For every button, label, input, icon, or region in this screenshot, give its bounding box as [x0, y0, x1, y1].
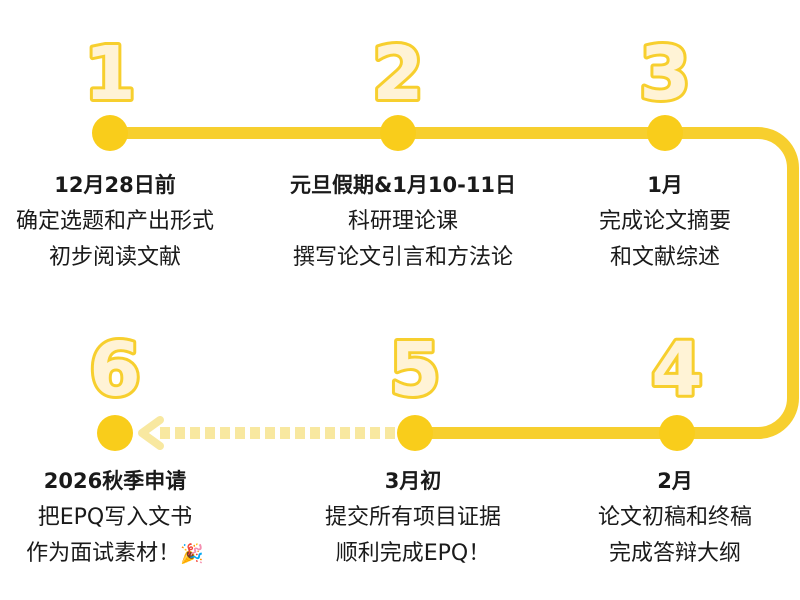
step-number-5: 5 — [389, 327, 441, 413]
step-6-line-2-text: 作为面试素材！ — [26, 541, 181, 566]
step-5-date: 3月初 — [384, 469, 442, 493]
step-6-date: 2026秋季申请 — [43, 469, 187, 493]
step-4-label: 2月 论文初稿和终稿 完成答辩大纲 — [545, 466, 800, 572]
step-number-6: 6 — [89, 327, 141, 413]
arrow-head-icon — [138, 416, 164, 450]
step-number-3: 3 — [639, 31, 691, 117]
step-6-label: 2026秋季申请 把EPQ写入文书 作为面试素材！🎉 — [0, 466, 245, 572]
step-4-date: 2月 — [657, 469, 693, 493]
step-3-label: 1月 完成论文摘要 和文献综述 — [535, 170, 795, 276]
step-number-1: 1 — [84, 31, 136, 117]
step-5-label: 3月初 提交所有项目证据 顺利完成EPQ！ — [283, 466, 543, 572]
step-2-label: 元旦假期&1月10-11日 科研理论课 撰写论文引言和方法论 — [273, 170, 533, 276]
step-4-line-1: 论文初稿和终稿 — [597, 505, 752, 530]
step-1-label: 12月28日前 确定选题和产出形式 初步阅读文献 — [0, 170, 245, 276]
step-3-date: 1月 — [647, 173, 683, 197]
step-1-line-1: 确定选题和产出形式 — [15, 209, 214, 234]
step-2-line-1: 科研理论课 — [347, 209, 458, 234]
step-1-line-2: 初步阅读文献 — [48, 245, 181, 270]
step-2-date: 元旦假期&1月10-11日 — [289, 173, 517, 197]
node-4 — [659, 415, 695, 451]
step-3-line-1: 完成论文摘要 — [598, 209, 731, 234]
step-6-line-1: 把EPQ写入文书 — [37, 505, 193, 530]
step-4-line-2: 完成答辩大纲 — [608, 541, 741, 566]
node-1 — [92, 115, 128, 151]
step-5-line-1: 提交所有项目证据 — [324, 505, 501, 530]
node-5 — [397, 415, 433, 451]
node-6 — [97, 415, 133, 451]
party-popper-icon: 🎉 — [180, 543, 204, 565]
connector-3-4 — [665, 127, 799, 439]
node-2 — [380, 115, 416, 151]
node-3 — [647, 115, 683, 151]
step-number-4: 4 — [651, 327, 703, 413]
step-1-date: 12月28日前 — [54, 173, 176, 197]
step-3-line-2: 和文献综述 — [609, 245, 720, 270]
step-2-line-2: 撰写论文引言和方法论 — [292, 245, 513, 270]
step-6-line-2: 作为面试素材！🎉 — [0, 536, 245, 572]
step-number-2: 2 — [372, 31, 424, 117]
step-5-line-2: 顺利完成EPQ！ — [335, 541, 491, 566]
